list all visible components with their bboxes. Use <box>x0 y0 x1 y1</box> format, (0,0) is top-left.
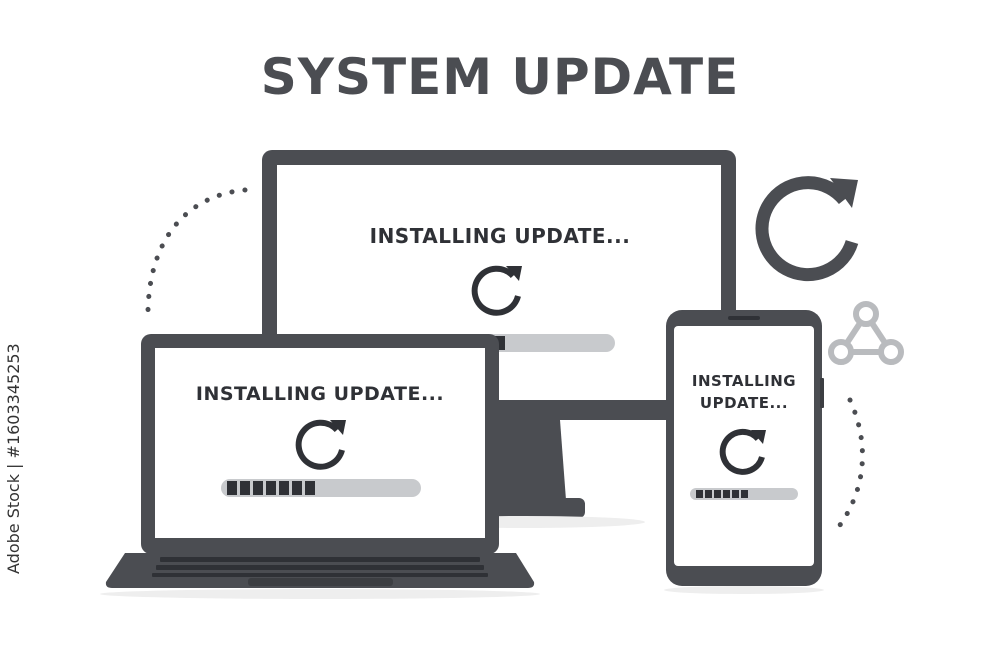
phone-refresh-icon <box>719 428 766 475</box>
stock-watermark: Adobe Stock | #1603345253 <box>4 343 23 574</box>
keyboard <box>152 557 488 577</box>
progress-segment <box>266 481 276 495</box>
monitor-status-text: INSTALLING UPDATE... <box>369 224 631 248</box>
refresh-icon <box>755 176 859 282</box>
progress-segment <box>732 490 739 498</box>
phone <box>664 310 824 594</box>
progress-segment <box>696 490 703 498</box>
progress-segment <box>240 481 250 495</box>
progress-segment <box>723 490 730 498</box>
progress-segment <box>292 481 302 495</box>
phone-progress-fill <box>696 490 748 498</box>
phone-status-line2: UPDATE... <box>699 394 789 412</box>
phone-status-line1: INSTALLING <box>691 372 797 390</box>
progress-segment <box>227 481 237 495</box>
monitor-refresh-icon <box>471 265 522 316</box>
progress-segment <box>279 481 289 495</box>
progress-segment <box>253 481 263 495</box>
progress-segment <box>714 490 721 498</box>
laptop-progress-track <box>221 479 421 497</box>
laptop-progress-fill <box>227 481 315 495</box>
share-network-icon <box>828 301 904 365</box>
laptop-status-text: INSTALLING UPDATE... <box>195 383 445 405</box>
laptop-refresh-icon <box>295 419 346 470</box>
progress-segment <box>741 490 748 498</box>
progress-segment <box>305 481 315 495</box>
laptop <box>100 334 540 599</box>
dotted-arc-left <box>145 187 248 313</box>
progress-segment <box>705 490 712 498</box>
trackpad <box>248 578 393 586</box>
dotted-arc-right <box>837 397 865 528</box>
page-title: SYSTEM UPDATE <box>260 48 740 106</box>
